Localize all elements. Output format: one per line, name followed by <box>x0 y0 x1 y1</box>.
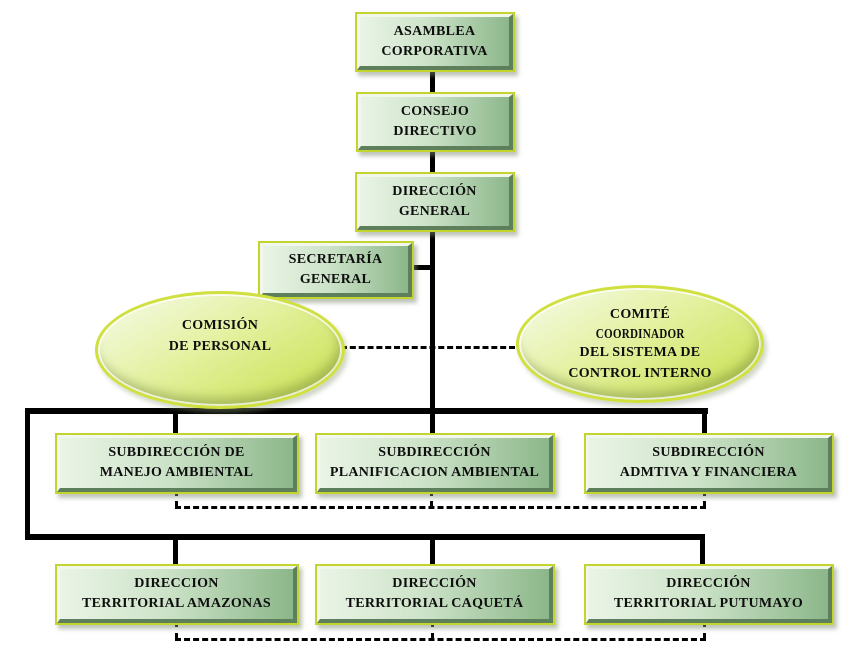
node-comision-de-personal: COMISIÓN DE PERSONAL <box>95 291 345 409</box>
node-direccion-territorial-putumayo: DIRECCIÓN TERRITORIAL PUTUMAYO <box>584 564 834 625</box>
connector-dashed-committees <box>341 346 515 349</box>
node-label-line1: COMITÉ <box>609 306 671 322</box>
connector-secretaria-branch <box>408 265 434 270</box>
node-label: DIRECCION TERRITORIAL AMAZONAS <box>57 566 297 623</box>
connector-drop-sub-2 <box>430 412 435 434</box>
connector-spine-consejo-direccion <box>430 147 435 174</box>
node-subdireccion-admtiva-financiera: SUBDIRECCIÓN ADMTIVA Y FINANCIERA <box>584 433 834 494</box>
node-label: DIRECCIÓN TERRITORIAL CAQUETÁ <box>317 566 553 623</box>
connector-drop-ter-3 <box>700 536 705 565</box>
connector-left-bracket <box>25 408 30 540</box>
node-label: ASAMBLEA CORPORATIVA <box>357 14 513 70</box>
node-label: DIRECCIÓN TERRITORIAL PUTUMAYO <box>586 566 832 623</box>
node-direccion-general: DIRECCIÓN GENERAL <box>355 172 515 232</box>
node-subdireccion-planificacion-ambiental: SUBDIRECCIÓN PLANIFICACION AMBIENTAL <box>315 433 555 494</box>
node-label: SUBDIRECCIÓN PLANIFICACION AMBIENTAL <box>317 435 553 492</box>
node-consejo-directivo: CONSEJO DIRECTIVO <box>356 92 515 152</box>
node-label: SUBDIRECCIÓN ADMTIVA Y FINANCIERA <box>586 435 832 492</box>
connector-dashed-sub-stub-2 <box>430 490 433 507</box>
node-label: COMISIÓN DE PERSONAL <box>168 318 272 354</box>
node-label: CONSEJO DIRECTIVO <box>358 94 513 150</box>
connector-spine-direccion-bus <box>430 227 435 413</box>
node-direccion-territorial-caqueta: DIRECCIÓN TERRITORIAL CAQUETÁ <box>315 564 555 625</box>
node-subdireccion-manejo-ambiental: SUBDIRECCIÓN DE MANEJO AMBIENTAL <box>55 433 299 494</box>
connector-dashed-ter-bus <box>175 638 706 641</box>
connector-drop-ter-2 <box>430 538 435 565</box>
connector-dashed-sub-stub-3 <box>703 490 706 507</box>
node-comite-coordinador: COMITÉ COORDINADOR DEL SISTEMA DE CONTRO… <box>516 285 764 403</box>
node-label: SECRETARÍA GENERAL <box>260 243 412 297</box>
connector-bus-subdirecciones <box>25 408 708 414</box>
connector-drop-sub-1 <box>173 412 178 434</box>
node-label: DIRECCIÓN GENERAL <box>357 174 513 230</box>
node-label: SUBDIRECCIÓN DE MANEJO AMBIENTAL <box>57 435 297 492</box>
node-label-line2: COORDINADOR <box>595 325 685 341</box>
node-secretaria-general: SECRETARÍA GENERAL <box>258 241 414 299</box>
node-direccion-territorial-amazonas: DIRECCION TERRITORIAL AMAZONAS <box>55 564 299 625</box>
connector-dashed-sub-bus <box>175 506 706 509</box>
connector-dashed-sub-stub-1 <box>175 490 178 507</box>
connector-drop-ter-1 <box>173 538 178 565</box>
connector-dashed-ter-stub-1 <box>175 621 178 639</box>
node-label-rest: DEL SISTEMA DE CONTROL INTERNO <box>568 345 712 382</box>
connector-dashed-ter-stub-3 <box>703 621 706 639</box>
connector-bus-territoriales <box>25 534 705 540</box>
connector-drop-sub-3 <box>702 410 707 434</box>
connector-spine-asamblea-consejo <box>430 66 435 94</box>
connector-dashed-ter-stub-2 <box>431 621 434 639</box>
node-asamblea-corporativa: ASAMBLEA CORPORATIVA <box>355 12 515 72</box>
